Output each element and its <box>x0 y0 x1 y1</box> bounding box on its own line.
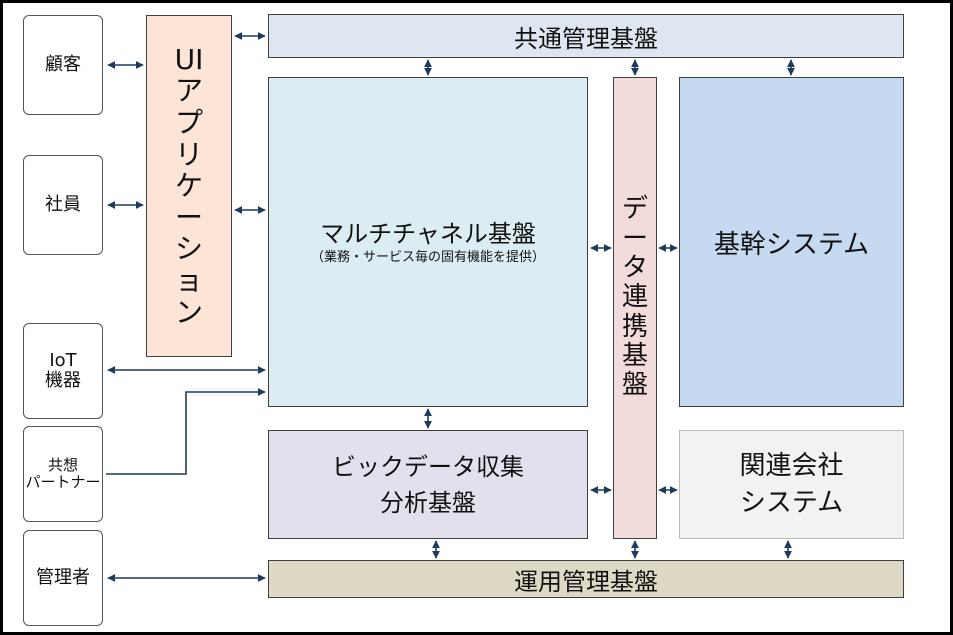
ui-application-box: UI ア プ リ ケ ー シ ョ ン <box>146 15 232 357</box>
actor-partner-line2: パートナー <box>25 473 101 491</box>
bigdata-analytics-platform: ビックデータ収集 分析基盤 <box>268 430 588 539</box>
multichannel-platform: マルチチャネル基盤 （業務・サービス毎の固有機能を提供） <box>268 77 588 407</box>
affiliate-line2: システム <box>739 487 844 518</box>
ui-app-char: ア <box>174 74 203 108</box>
common-management-platform: 共通管理基盤 <box>268 14 904 58</box>
actor-iot-line1: IoT <box>49 349 77 371</box>
data-link-char: 連 <box>621 282 648 313</box>
actor-customer: 顧客 <box>23 15 103 115</box>
data-link-char: 盤 <box>621 370 648 401</box>
actor-partner-line1: 共想 <box>47 456 78 475</box>
ui-app-char: シ <box>174 232 203 266</box>
ui-app-char: ン <box>174 295 203 329</box>
bigdata-line1: ビックデータ収集 <box>332 452 524 481</box>
actor-employee-label: 社員 <box>45 194 81 216</box>
actor-partner: 共想 パートナー <box>23 426 103 522</box>
data-link-char: ー <box>621 223 648 254</box>
actor-customer-label: 顧客 <box>45 54 81 76</box>
ui-app-char: UI <box>174 42 204 76</box>
actor-employee: 社員 <box>23 155 103 255</box>
affiliate-line1: 関連会社 <box>739 451 844 482</box>
affiliate-system: 関連会社 システム <box>679 430 904 539</box>
actor-iot-device: IoT 機器 <box>23 323 103 419</box>
ui-app-char: リ <box>174 137 203 171</box>
bigdata-line2: 分析基盤 <box>380 488 476 517</box>
ui-app-char: ョ <box>174 264 203 298</box>
common-management-label: 共通管理基盤 <box>514 24 658 53</box>
multichannel-label: マルチチャネル基盤 <box>320 219 536 248</box>
core-system: 基幹システム <box>679 77 904 407</box>
data-link-char: タ <box>621 252 648 283</box>
data-link-char: 携 <box>621 311 648 342</box>
operations-management-platform: 運用管理基盤 <box>268 560 904 598</box>
actor-iot-line2: 機器 <box>45 370 81 391</box>
core-system-label: 基幹システム <box>713 229 870 260</box>
ui-app-char: ー <box>174 200 203 234</box>
actor-admin-label: 管理者 <box>36 567 90 589</box>
ui-app-char: プ <box>174 105 203 139</box>
data-link-platform: デ ー タ 連 携 基 盤 <box>613 77 657 539</box>
multichannel-sublabel: （業務・サービス毎の固有機能を提供） <box>310 250 545 266</box>
data-link-char: デ <box>621 194 648 225</box>
actor-admin: 管理者 <box>23 530 103 626</box>
data-link-char: 基 <box>621 341 648 372</box>
arrow-partner-multichannel <box>106 388 266 475</box>
operations-management-label: 運用管理基盤 <box>514 567 658 596</box>
ui-app-char: ケ <box>174 169 203 203</box>
